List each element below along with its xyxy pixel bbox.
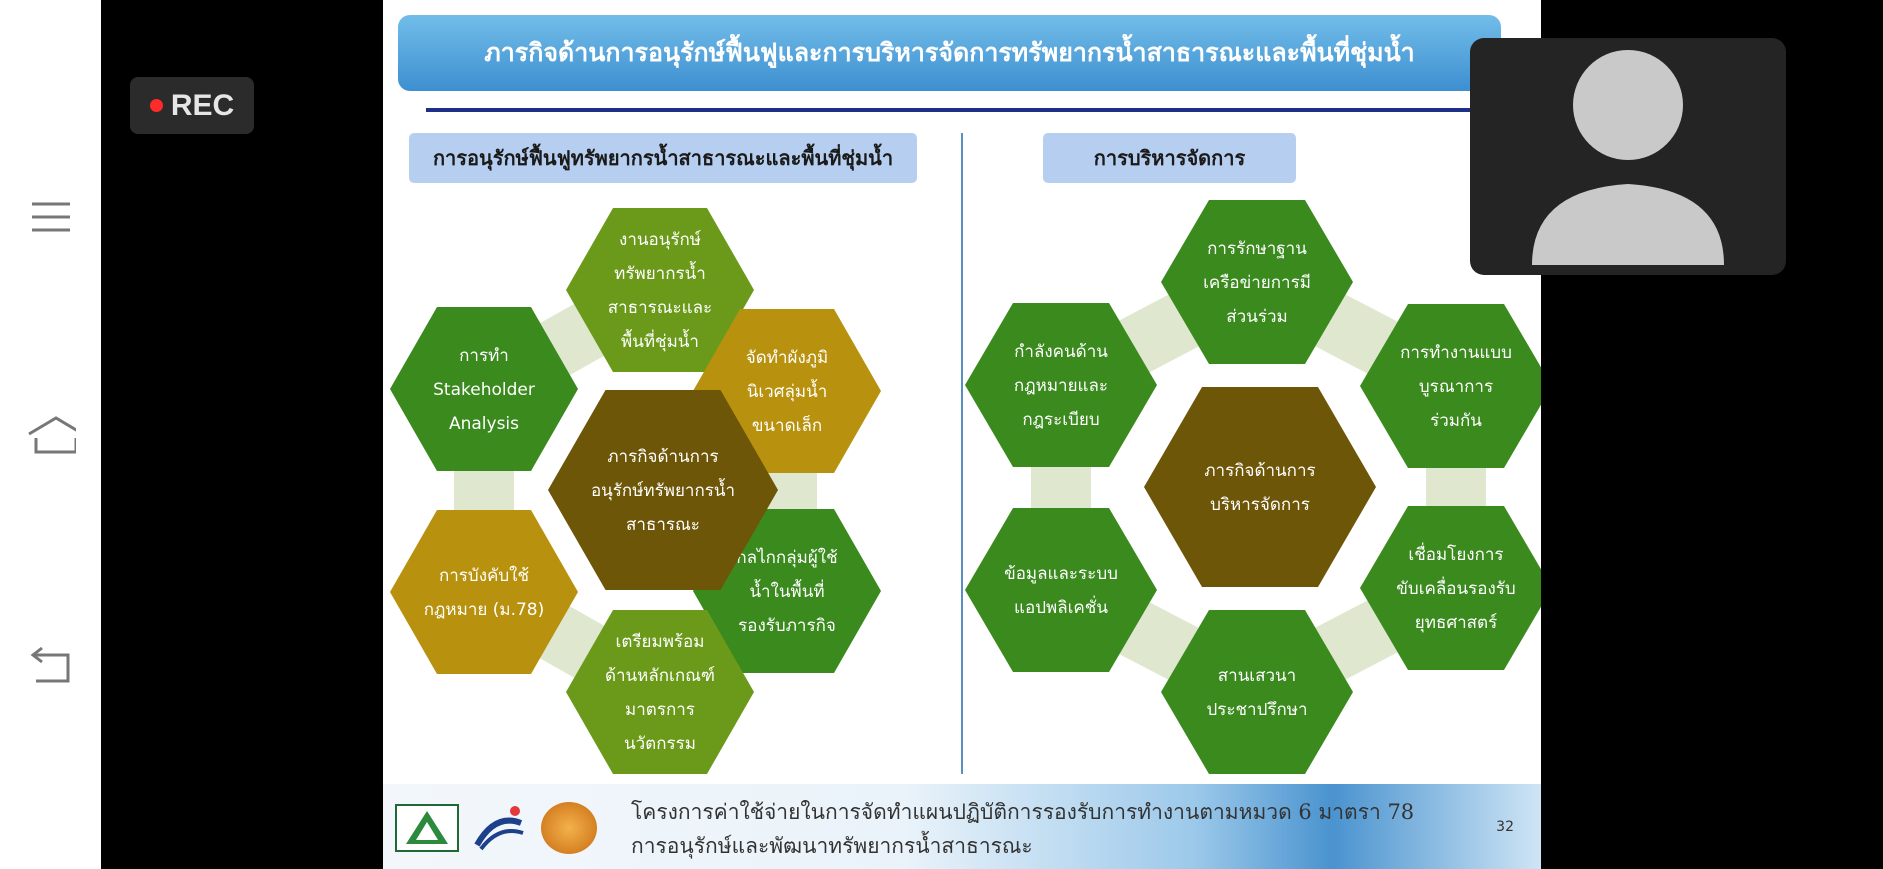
title-underline — [426, 108, 1486, 112]
left-hexagon-label: การบังคับใช้ — [439, 565, 529, 586]
recording-badge: REC — [130, 77, 254, 134]
left-hexagon: งานอนุรักษ์ทรัพยากรน้ำสาธารณะและพื้นที่ช… — [566, 208, 754, 372]
hexagon-diagrams: งานอนุรักษ์ทรัพยากรน้ำสาธารณะและพื้นที่ช… — [390, 200, 1541, 774]
record-dot-icon — [149, 99, 163, 112]
right-center-hexagon-shape — [1144, 387, 1376, 587]
left-hexagon-label: เตรียมพร้อม — [616, 632, 705, 652]
right-section-title: การบริหารจัดการ — [1093, 146, 1246, 170]
left-hexagon-shape — [566, 610, 754, 774]
left-hexagon-label: รองรับภารกิจ — [738, 616, 836, 636]
right-hexagon-label: การรักษาฐาน — [1207, 239, 1307, 259]
left-section-title: การอนุรักษ์ฟื้นฟูทรัพยากรน้ำสาธารณะและพื… — [432, 146, 894, 170]
participant-video-tile[interactable] — [1470, 38, 1786, 275]
slide-title: ภารกิจด้านการอนุรักษ์ฟื้นฟูและการบริหารจ… — [484, 38, 1415, 67]
recording-label: REC — [170, 88, 235, 122]
right-hexagon-label: บูรณาการ — [1419, 377, 1493, 397]
left-hexagon-label: กฎหมาย (ม.78) — [424, 600, 545, 620]
footer-project-title: โครงการค่าใช้จ่ายในการจัดทำแผนปฏิบัติการ… — [631, 800, 1415, 824]
left-hexagon-label: สาธารณะและ — [608, 298, 712, 318]
presentation-slide: ภารกิจด้านการอนุรักษ์ฟื้นฟูและการบริหารจ… — [383, 0, 1541, 869]
right-hexagon-label: กฎหมายและ — [1014, 376, 1108, 396]
left-hexagon-label: น้ำในพื้นที่ — [749, 579, 824, 602]
right-hexagon-shape — [965, 508, 1157, 672]
right-hexagon-label: ภารกิจด้านการ — [1204, 461, 1315, 481]
footer-logos — [395, 802, 597, 854]
right-hexagon-shape — [1161, 610, 1353, 774]
right-hexagon-label: กฎระเบียบ — [1022, 410, 1099, 430]
a-group-logo — [395, 804, 459, 852]
slide-title-bar: ภารกิจด้านการอนุรักษ์ฟื้นฟูและการบริหารจ… — [398, 15, 1501, 91]
android-nav-bar — [0, 0, 101, 869]
left-hexagon-shape — [390, 307, 578, 471]
hexes: งานอนุรักษ์ทรัพยากรน้ำสาธารณะและพื้นที่ช… — [390, 200, 1541, 774]
right-hexagon-shape — [965, 303, 1157, 467]
left-hexagon-label: อนุรักษ์ทรัพยากรน้ำ — [591, 478, 735, 501]
left-hexagon-label: นวัตกรรม — [624, 734, 696, 754]
right-hexagon-label: ข้อมูลและระบบ — [1004, 564, 1118, 584]
right-hexagon-label: ส่วนร่วม — [1226, 307, 1287, 327]
left-hexagon-label: มาตรการ — [625, 700, 695, 720]
left-hexagon-label: สาธารณะ — [626, 515, 700, 535]
section-divider — [961, 133, 963, 774]
home-icon[interactable] — [26, 410, 76, 460]
left-hexagon-label: ภารกิจด้านการ — [607, 447, 718, 467]
left-hexagon-label: ขนาดเล็ก — [752, 414, 822, 436]
right-hexagon-label: เชื่อมโยงการ — [1408, 542, 1503, 565]
left-hexagon-shape — [390, 510, 578, 674]
left-hexagon: การบังคับใช้กฎหมาย (ม.78) — [390, 510, 578, 674]
right-hexagon-label: การทำงานแบบ — [1400, 343, 1512, 363]
left-center-hexagon-shape — [548, 390, 778, 590]
menu-icon[interactable] — [26, 192, 76, 242]
left-hexagon-label: จัดทำผังภูมิ — [746, 348, 828, 368]
left-hexagon-label: ทรัพยากรน้ำ — [614, 261, 706, 284]
footer-subtitle: การอนุรักษ์และพัฒนาทรัพยากรน้ำสาธารณะ — [631, 834, 1033, 858]
slide-footer: โครงการค่าใช้จ่ายในการจัดทำแผนปฏิบัติการ… — [383, 784, 1541, 869]
right-section-header: การบริหารจัดการ — [1043, 133, 1296, 183]
right-hexagon-label: ประชาปรึกษา — [1206, 700, 1307, 720]
right-hexagon-label: กำลังคนด้าน — [1014, 342, 1108, 362]
back-icon[interactable] — [26, 640, 76, 690]
left-hexagon-label: ด้านหลักเกณฑ์ — [605, 666, 715, 686]
right-hexagon-label: ร่วมกัน — [1430, 411, 1482, 431]
left-hexagon-label: งานอนุรักษ์ — [619, 230, 701, 250]
left-center-hexagon: ภารกิจด้านการอนุรักษ์ทรัพยากรน้ำสาธารณะ — [548, 390, 778, 590]
left-hexagon-label: กลไกกลุ่มผู้ใช้ — [736, 547, 837, 568]
left-section-header: การอนุรักษ์ฟื้นฟูทรัพยากรน้ำสาธารณะและพื… — [409, 133, 917, 183]
left-hexagon-label: การทำ — [459, 346, 509, 366]
left-hexagon-label: Stakeholder — [433, 380, 535, 400]
page-number: 32 — [1496, 819, 1514, 835]
right-hexagon-label: เครือข่ายการมี — [1203, 273, 1311, 293]
left-hexagon-label: นิเวศลุ่มน้ำ — [747, 379, 828, 402]
infratrans-logo — [471, 803, 529, 853]
right-hexagon-shape — [1360, 304, 1541, 468]
right-hexagon-shape — [1161, 200, 1353, 364]
avatar-placeholder-icon — [1532, 50, 1724, 265]
right-hexagon-label: บริหารจัดการ — [1210, 495, 1310, 515]
right-hexagon-shape — [1360, 506, 1541, 670]
right-hexagon-label: แอปพลิเคชั่น — [1014, 595, 1108, 618]
right-hexagon-label: ยุทธศาสตร์ — [1415, 613, 1497, 633]
right-hexagon-label: สานเสวนา — [1218, 666, 1296, 686]
department-seal-logo — [541, 802, 597, 854]
left-hexagon-label: พื้นที่ชุ่มน้ำ — [621, 329, 699, 352]
left-hexagon-shape — [566, 208, 754, 372]
left-hexagon-label: Analysis — [449, 414, 519, 434]
right-hexagon-label: ขับเคลื่อนรองรับ — [1396, 576, 1515, 599]
